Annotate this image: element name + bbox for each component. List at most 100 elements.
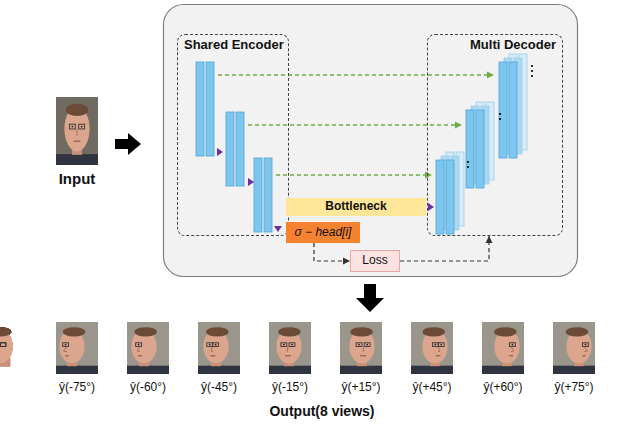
photo-background (127, 322, 169, 374)
photo-background (269, 322, 311, 374)
glasses (438, 343, 444, 347)
decoder-layer-bar (499, 62, 507, 158)
view-label: ŷ(+75°) (554, 380, 593, 394)
input-arrow (115, 133, 141, 155)
undefined (0, 322, 240, 374)
hair (134, 327, 157, 336)
input-photo (56, 97, 98, 165)
decoder-group: Multi Decoder (427, 34, 563, 236)
undefined (0, 322, 382, 374)
hair (0, 327, 11, 336)
glasses (207, 343, 213, 347)
shirt (198, 366, 240, 374)
sigma-head-box: σ − head[i] (286, 222, 360, 243)
undefined (0, 322, 453, 374)
glasses (509, 343, 515, 347)
eye (434, 344, 436, 346)
view-label: ŷ(-15°) (272, 380, 308, 394)
model-panel (164, 5, 578, 277)
hair (206, 327, 229, 336)
hair (278, 327, 301, 336)
skip-connection (218, 74, 489, 75)
shirt (56, 366, 98, 374)
node-text: Shared Encoder (184, 38, 282, 53)
loss-box: Loss (350, 250, 400, 272)
mouth (285, 355, 291, 356)
upsample-marker (428, 203, 434, 211)
decoder-layer-bar (476, 110, 484, 188)
photo-background (269, 322, 311, 374)
output-view-photo (269, 322, 311, 374)
photo-background (553, 322, 595, 374)
nose (438, 346, 440, 351)
decoder-layer-bar (466, 110, 474, 188)
mouth (509, 355, 513, 356)
photo-background (56, 322, 98, 374)
shirt (56, 154, 98, 165)
shirt (411, 366, 453, 374)
glasses (364, 343, 370, 347)
eye (215, 344, 217, 346)
decoder-layer-bar (446, 160, 454, 234)
photo-background (56, 97, 98, 165)
view-label: ŷ(+45°) (412, 380, 451, 394)
encoder-layer-bar (226, 112, 234, 186)
output-view-photo (198, 322, 240, 374)
photo-background (553, 322, 595, 374)
nose (77, 129, 78, 136)
skip-arrowhead (455, 122, 462, 129)
shirt (269, 366, 311, 374)
glasses (0, 343, 6, 347)
mouth (65, 355, 68, 356)
photo-background (482, 322, 524, 374)
eye (209, 344, 211, 346)
view-label: ŷ(-75°) (59, 380, 95, 394)
hair (0, 327, 11, 336)
node-text: Bottleneck (325, 200, 386, 214)
ellipsis-dot (499, 118, 501, 120)
nose (211, 346, 213, 351)
photo-background (198, 322, 240, 374)
output-view-photo (127, 322, 169, 374)
shirt (198, 366, 240, 374)
mouth (360, 355, 366, 356)
skip-connection (276, 174, 427, 175)
undefined (0, 322, 169, 374)
hair (0, 327, 11, 336)
node-text: σ − head[i] (295, 226, 352, 240)
hair (422, 327, 445, 336)
dashed-line (314, 243, 350, 261)
glasses (432, 343, 438, 347)
shirt (56, 366, 98, 374)
eye (283, 344, 285, 346)
photo-background (198, 322, 240, 374)
output-view-photo (340, 322, 382, 374)
shirt (340, 366, 382, 374)
hair (0, 327, 11, 336)
photo-background (411, 322, 453, 374)
output-caption: Output(8 views) (269, 403, 374, 419)
undefined (0, 322, 311, 374)
hair (0, 327, 11, 336)
mouth (74, 141, 81, 142)
photo-background (482, 322, 524, 374)
glasses (0, 343, 6, 347)
decoder-layer-bar (509, 62, 517, 158)
encoder-layer-bar (254, 158, 262, 232)
nose (511, 346, 514, 351)
photo-background (340, 322, 382, 374)
output-view-photo (56, 322, 98, 374)
shirt (482, 366, 524, 374)
nose (584, 346, 587, 351)
loss-connector (400, 236, 493, 261)
glasses (356, 343, 362, 347)
encoder-layer-bar (206, 62, 214, 156)
skip-connection (248, 124, 457, 125)
shirt (127, 366, 169, 374)
glasses (79, 124, 85, 129)
head-marker (274, 226, 282, 232)
downsample-marker (217, 148, 223, 156)
nose (137, 346, 140, 351)
shirt (269, 366, 311, 374)
